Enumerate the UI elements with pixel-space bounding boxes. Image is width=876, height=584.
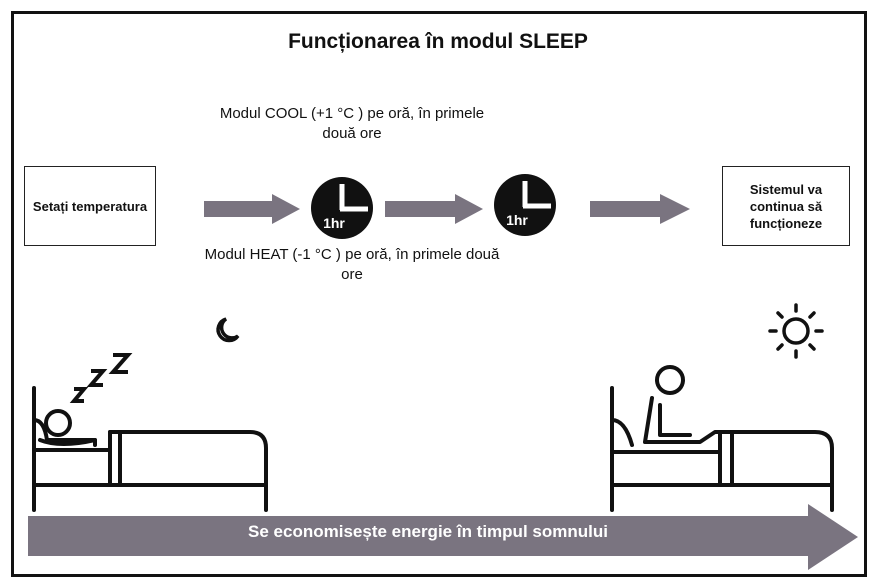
clock-icon: 1hr <box>494 174 556 236</box>
diagram-frame <box>11 11 867 577</box>
cool-mode-note: Modul COOL (+1 °C ) pe oră, în primele d… <box>219 105 485 142</box>
heat-mode-note: Modul HEAT (-1 °C ) pe oră, în primele d… <box>204 246 500 283</box>
set-temperature-label: Setați temperatura <box>32 198 148 214</box>
flow-arrow-3 <box>590 194 690 224</box>
clock-icon: 1hr <box>311 177 373 239</box>
awake-person-bed <box>610 365 834 512</box>
energy-saving-banner-text: Se economisește energie în timpul somnul… <box>248 522 608 541</box>
flow-arrow-2 <box>385 194 483 224</box>
clock-label: 1hr <box>506 212 528 228</box>
sun-icon <box>768 303 824 359</box>
system-continues-box: Sistemul va continua să funcționeze <box>722 166 850 246</box>
clock-label: 1hr <box>323 215 345 231</box>
diagram-title: Funcționarea în modul SLEEP <box>288 30 588 53</box>
system-continues-label: Sistemul va continua să funcționeze <box>749 181 823 231</box>
energy-saving-banner-arrow <box>28 504 858 570</box>
flow-arrow-1 <box>204 194 300 224</box>
sleeping-person-bed <box>32 386 268 512</box>
moon-icon <box>216 317 240 343</box>
set-temperature-box: Setați temperatura <box>24 166 156 246</box>
zzz-icon <box>69 353 133 403</box>
